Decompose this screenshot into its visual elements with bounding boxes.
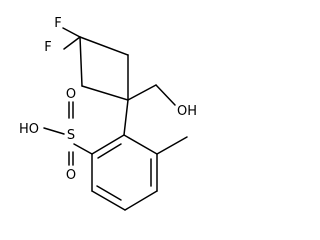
bond-ar-inner-3 <box>97 143 122 159</box>
chemical-structure: F F OH HO S O O <box>19 16 197 211</box>
sulfur-label: S <box>67 128 75 143</box>
bonds <box>43 27 188 211</box>
hydroxyl-label: OH <box>177 104 197 119</box>
bond-cq-ch2 <box>127 84 157 101</box>
bond-c-f2 <box>63 36 81 50</box>
bond-c-f1 <box>62 27 81 38</box>
bond-s-oh <box>43 127 65 135</box>
bond-ar6-ar1 <box>91 134 125 155</box>
bond-cq-aryl <box>123 99 129 136</box>
bond-ar4-ar5 <box>91 190 126 211</box>
bond-ar-inner-2 <box>96 185 122 201</box>
bond-ar1-ar2 <box>123 134 158 155</box>
bond-c-left-cf2 <box>79 36 83 87</box>
bond-cq-c-left <box>81 85 129 101</box>
fluorine-label-1: F <box>54 16 61 31</box>
atom-labels: F F OH HO S O O <box>19 16 197 183</box>
bond-ch2-oh <box>155 84 176 106</box>
bond-ar3-ar4 <box>124 190 158 211</box>
fluorine-label-2: F <box>44 40 51 55</box>
bond-ar-methyl <box>156 136 188 155</box>
bond-ar-s <box>73 143 93 155</box>
bond-cf2-c-top <box>79 36 129 56</box>
sulfonic-hydroxyl-label: HO <box>19 122 39 137</box>
sulfonyl-oxygen-bottom-label: O <box>66 168 76 183</box>
sulfonyl-oxygen-top-label: O <box>66 87 76 102</box>
